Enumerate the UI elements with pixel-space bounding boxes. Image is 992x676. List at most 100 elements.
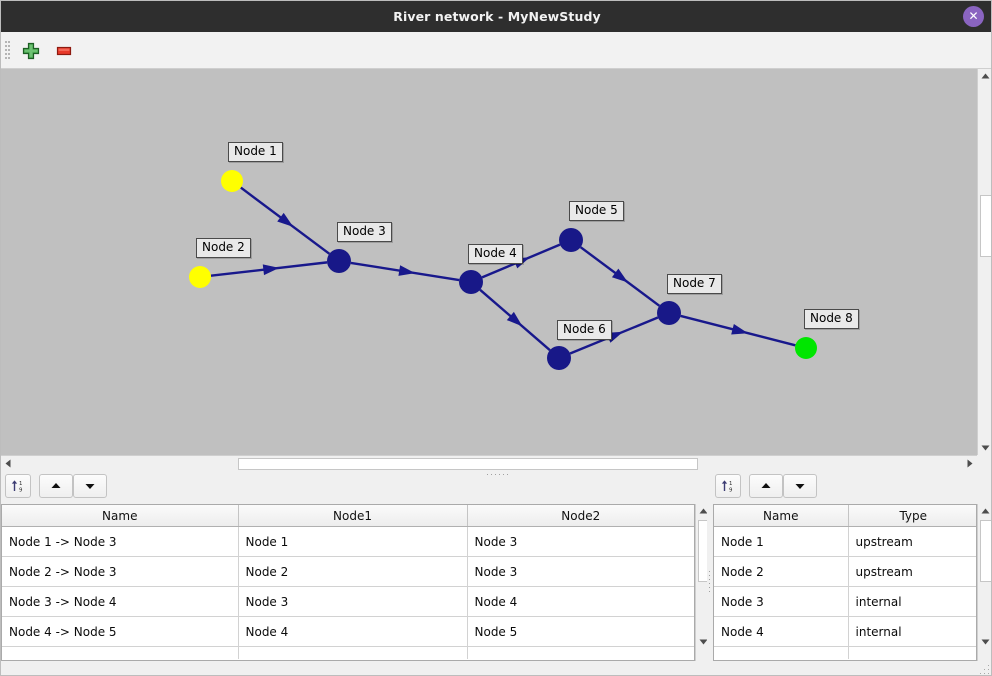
branch-move-down-button[interactable] — [73, 474, 107, 498]
node-scroll-down-arrow[interactable] — [978, 634, 991, 649]
graph-node-n2[interactable] — [189, 266, 211, 288]
scroll-left-arrow[interactable] — [1, 456, 16, 471]
branch-table-column-header-1[interactable]: Node1 — [238, 505, 468, 527]
branch-table-cell-2-0[interactable]: Node 3 -> Node 4 — [2, 586, 239, 617]
node-sort-button[interactable]: 1 9 — [715, 474, 741, 498]
node-scroll-thumb[interactable] — [980, 520, 991, 582]
branch-table-cell-3-2[interactable]: Node 5 — [467, 616, 694, 647]
graph-node-n6[interactable] — [547, 346, 571, 370]
branch-table-cell-3-1[interactable]: Node 4 — [238, 616, 468, 647]
graph-node-label-n8[interactable]: Node 8 — [804, 309, 859, 329]
node-table-cell-partial-0 — [714, 646, 849, 659]
branch-table-cell-0-1[interactable]: Node 1 — [238, 526, 468, 557]
branch-table-cell-0-0[interactable]: Node 1 -> Node 3 — [2, 526, 239, 557]
graph-node-label-n5[interactable]: Node 5 — [569, 201, 624, 221]
scroll-right-arrow[interactable] — [962, 456, 977, 471]
edge-arrow-n3-n4 — [398, 265, 416, 276]
branch-table-cell-partial-1 — [238, 646, 468, 659]
graph-node-label-n3[interactable]: Node 3 — [337, 222, 392, 242]
branch-table-cell-3-0[interactable]: Node 4 -> Node 5 — [2, 616, 239, 647]
branch-table-cell-1-2[interactable]: Node 3 — [467, 556, 694, 587]
node-move-up-button[interactable] — [749, 474, 783, 498]
node-table-cell-partial-1 — [848, 647, 976, 660]
graph-vscroll-thumb[interactable] — [980, 195, 991, 257]
node-table-cell-3-0[interactable]: Node 4 — [714, 616, 849, 647]
graph-hscroll-thumb[interactable] — [238, 458, 698, 470]
node-table-cell-0-1[interactable]: upstream — [848, 526, 976, 557]
branch-table-cell-partial-2 — [467, 647, 694, 660]
branch-table-row-partial[interactable] — [2, 646, 694, 660]
node-scroll-up-arrow[interactable] — [978, 504, 991, 519]
svg-text:1: 1 — [729, 481, 732, 487]
horizontal-splitter[interactable] — [1, 471, 991, 479]
node-table-column-header-0[interactable]: Name — [714, 505, 849, 527]
branch-scroll-down-arrow[interactable] — [696, 634, 711, 649]
branch-table-cell-2-2[interactable]: Node 4 — [467, 586, 694, 617]
main-toolbar — [1, 32, 991, 69]
node-table-cell-2-0[interactable]: Node 3 — [714, 586, 849, 617]
svg-text:9: 9 — [19, 488, 23, 494]
graph-node-label-n4[interactable]: Node 4 — [468, 244, 523, 264]
scroll-up-arrow[interactable] — [978, 69, 991, 84]
graph-vertical-scrollbar[interactable] — [977, 69, 991, 455]
branch-scroll-up-arrow[interactable] — [696, 504, 711, 519]
node-table-column-header-1[interactable]: Type — [848, 505, 976, 527]
add-node-button[interactable] — [20, 40, 42, 62]
splitter-grip-dots — [487, 474, 509, 476]
node-table-cell-2-1[interactable]: internal — [848, 586, 976, 617]
graph-node-label-n6[interactable]: Node 6 — [557, 320, 612, 340]
river-network-canvas[interactable]: Node 1 Node 2 Node 3 Node 4 Node 5 Node 6 Node… — [1, 69, 991, 455]
graph-node-n8[interactable] — [795, 337, 817, 359]
graph-node-n3[interactable] — [327, 249, 351, 273]
branch-sort-button[interactable]: 1 9 — [5, 474, 31, 498]
graph-node-n7[interactable] — [657, 301, 681, 325]
branch-table-column-header-2[interactable]: Node2 — [467, 505, 694, 527]
graph-node-n5[interactable] — [559, 228, 583, 252]
node-table-row-partial[interactable] — [714, 646, 976, 660]
graph-horizontal-scrollbar[interactable] — [1, 455, 977, 471]
branch-table-cell-1-0[interactable]: Node 2 -> Node 3 — [2, 556, 239, 587]
node-move-down-button[interactable] — [783, 474, 817, 498]
delete-node-button[interactable] — [53, 40, 75, 62]
move-down-icon — [795, 484, 805, 489]
window-resize-grip[interactable] — [980, 665, 990, 675]
move-up-icon — [761, 483, 771, 488]
node-table-cell-1-0[interactable]: Node 2 — [714, 556, 849, 587]
branch-table-column-header-0[interactable]: Name — [2, 505, 239, 527]
node-table-scrollbar[interactable] — [977, 504, 991, 661]
toolbar-drag-handle[interactable] — [5, 41, 10, 59]
graph-node-n4[interactable] — [459, 270, 483, 294]
svg-text:1: 1 — [19, 481, 22, 487]
node-table-cell-1-1[interactable]: upstream — [848, 556, 976, 587]
vertical-splitter[interactable] — [707, 501, 713, 661]
scroll-down-arrow[interactable] — [978, 440, 991, 455]
node-table-cell-3-1[interactable]: internal — [848, 616, 976, 647]
delete-red-minus-icon — [56, 46, 72, 56]
branch-table-cell-2-1[interactable]: Node 3 — [238, 586, 468, 617]
node-layer — [189, 170, 817, 370]
branch-table-cell-1-1[interactable]: Node 2 — [238, 556, 468, 587]
graph-node-n1[interactable] — [221, 170, 243, 192]
edge-layer — [210, 186, 796, 355]
graph-node-label-n2[interactable]: Node 2 — [196, 238, 251, 258]
graph-node-label-n7[interactable]: Node 7 — [667, 274, 722, 294]
graph-node-label-n1[interactable]: Node 1 — [228, 142, 283, 162]
node-table-cell-0-0[interactable]: Node 1 — [714, 526, 849, 557]
branch-table-cell-0-2[interactable]: Node 3 — [467, 526, 694, 557]
close-button[interactable]: ✕ — [963, 6, 984, 27]
branch-move-up-button[interactable] — [39, 474, 73, 498]
